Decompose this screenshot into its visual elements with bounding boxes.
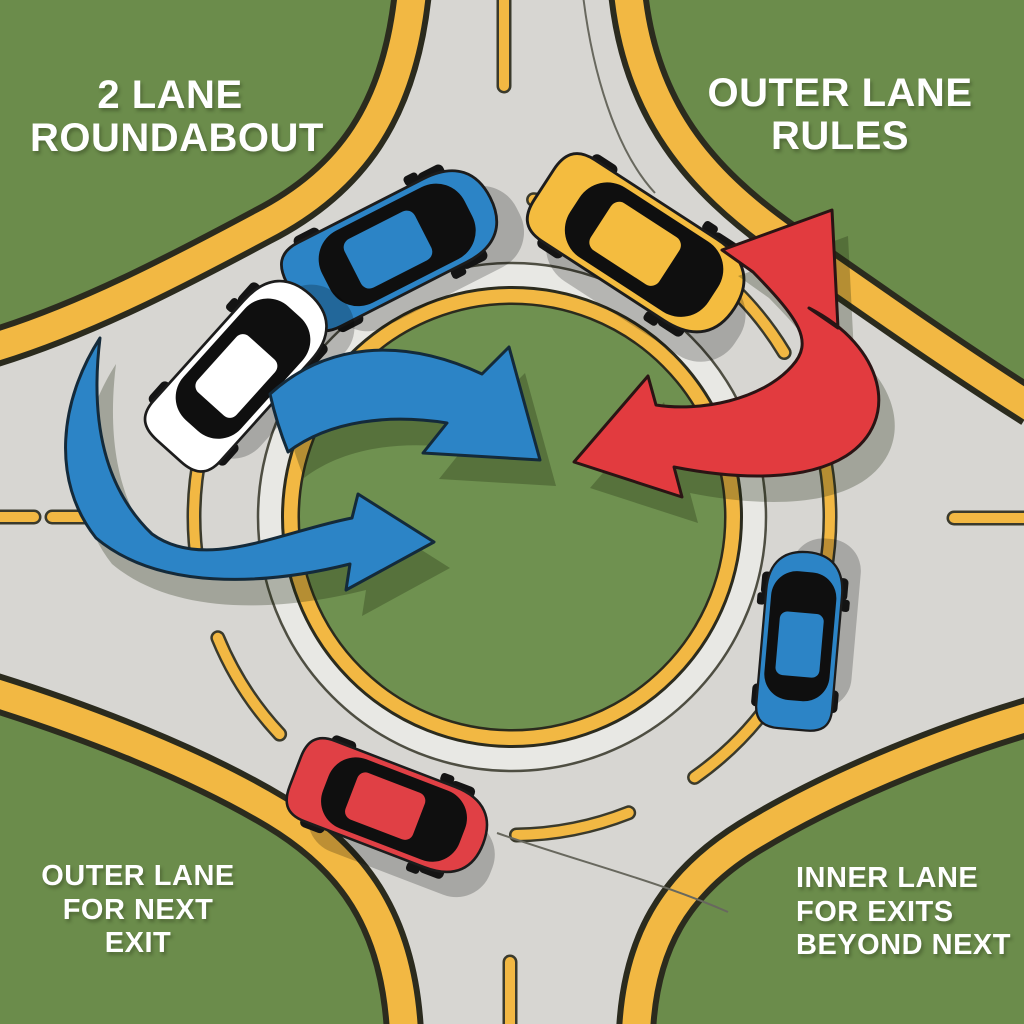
island-yellow-ring [283, 288, 741, 746]
caption-outer-lane-next-exit: OUTER LANE FOR NEXT EXIT [18, 860, 258, 961]
blue-arrow-upper [268, 345, 542, 462]
island-ring-inner-outline [297, 302, 727, 732]
caption-inner-lane-exits-beyond: INNER LANE FOR EXITS BEYOND NEXT [796, 862, 1024, 963]
junction-hairlines [496, 0, 729, 913]
island-apron [259, 264, 765, 770]
title-line: 2 LANE [97, 73, 243, 117]
island-ring-outer-outline [281, 286, 743, 748]
title-line: ROUNDABOUT [30, 116, 324, 161]
inner-lane-edge-line [256, 261, 768, 773]
lane-divider-dashes [189, 194, 835, 840]
caption-line: FOR NEXT [62, 893, 214, 926]
caption-line: OUTER LANE [41, 860, 235, 892]
title-two-lane-roundabout: 2 LANE ROUNDABOUT [30, 73, 324, 161]
edge-band-southeast [622, 703, 1024, 1024]
blue-arrow-lower [64, 336, 436, 592]
title-outer-lane-rules: OUTER LANE RULES [700, 71, 980, 159]
caption-line: EXIT [104, 927, 172, 960]
caption-line: BEYOND NEXT [796, 929, 1011, 962]
caption-line: INNER LANE [796, 862, 979, 894]
caption-line: FOR EXITS [796, 895, 954, 928]
edge-band-southwest [0, 679, 418, 1024]
red-arrow [572, 208, 881, 499]
title-line: RULES [770, 114, 910, 159]
edge-band-northwest [0, 0, 426, 361]
title-line: OUTER LANE [707, 71, 973, 115]
